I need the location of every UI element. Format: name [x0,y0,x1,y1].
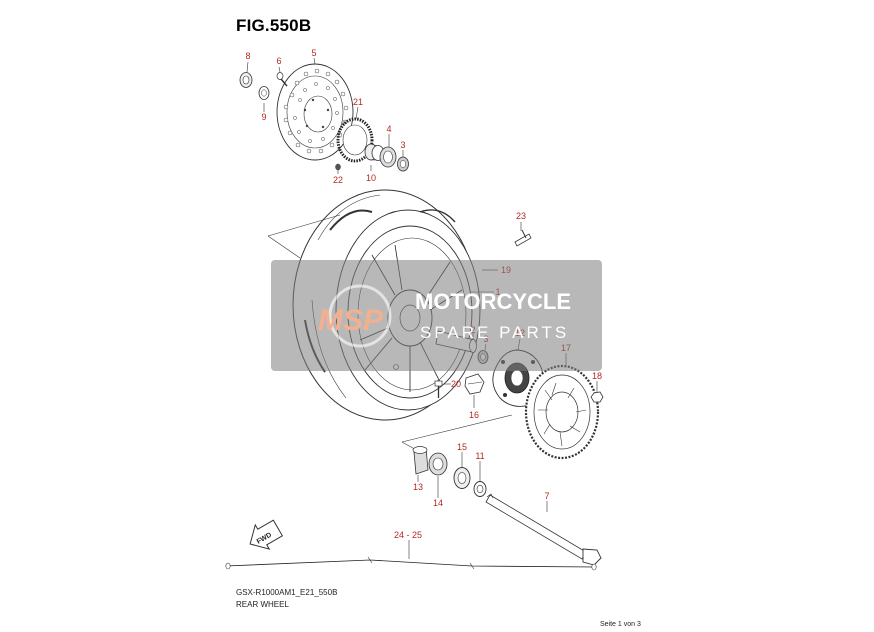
callout-7[interactable]: 7 [544,491,549,501]
watermark-line-1: MOTORCYCLE [415,289,571,314]
watermark: MSP MOTORCYCLE SPARE PARTS [271,260,602,371]
sensor-rotor[interactable] [336,117,374,163]
forward-direction-icon: FWD [249,519,284,550]
wire-harness[interactable] [225,556,597,571]
callout-16[interactable]: 16 [469,410,479,420]
wheel-damper[interactable] [464,373,485,395]
brake-disc[interactable] [276,63,354,161]
callout-10[interactable]: 10 [366,173,376,183]
watermark-logo: MSP [318,304,384,337]
page-number: Seite 1 von 3 [600,621,641,628]
bearing-14[interactable] [428,452,448,476]
callout-13[interactable]: 13 [413,482,423,492]
callout-14[interactable]: 14 [433,498,443,508]
brake-disc-group [239,63,409,172]
bearing-13[interactable] [412,446,429,475]
rotor-screw[interactable] [335,163,341,171]
callout-11[interactable]: 11 [475,451,484,461]
callout-18[interactable]: 18 [592,371,602,381]
callout-23[interactable]: 23 [516,211,526,221]
oil-seal[interactable] [239,72,253,88]
callout-3[interactable]: 3 [400,140,405,150]
callout-4[interactable]: 4 [386,124,391,134]
callout-22[interactable]: 22 [333,175,343,185]
callout-15[interactable]: 15 [457,442,467,452]
hub-bolt[interactable] [434,380,443,398]
callout-5[interactable]: 5 [311,48,316,58]
disc-bolt[interactable] [276,72,288,87]
callout-6[interactable]: 6 [276,56,281,66]
sprocket-nut[interactable] [590,391,604,403]
callout-8[interactable]: 8 [245,51,250,61]
callout-21[interactable]: 21 [353,97,363,107]
callout-24-25[interactable]: 24 - 25 [394,530,422,540]
rear-axle[interactable] [485,493,602,566]
figure-name: REAR WHEEL [236,600,289,609]
figure-code: GSX-R1000AM1_E21_550B [236,588,338,597]
figure-title: FIG.550B [236,16,312,35]
oil-seal-3[interactable] [397,156,409,172]
spacer-11[interactable] [473,481,487,497]
callout-9[interactable]: 9 [261,112,266,122]
spacer[interactable] [258,86,270,100]
callout-20[interactable]: 20 [451,379,461,389]
rear-sprocket[interactable] [524,364,600,460]
watermark-line-2: SPARE PARTS [420,323,569,342]
oil-seal-15[interactable] [453,467,471,489]
tire-valve[interactable] [514,229,532,247]
bearing-4[interactable] [379,146,397,168]
